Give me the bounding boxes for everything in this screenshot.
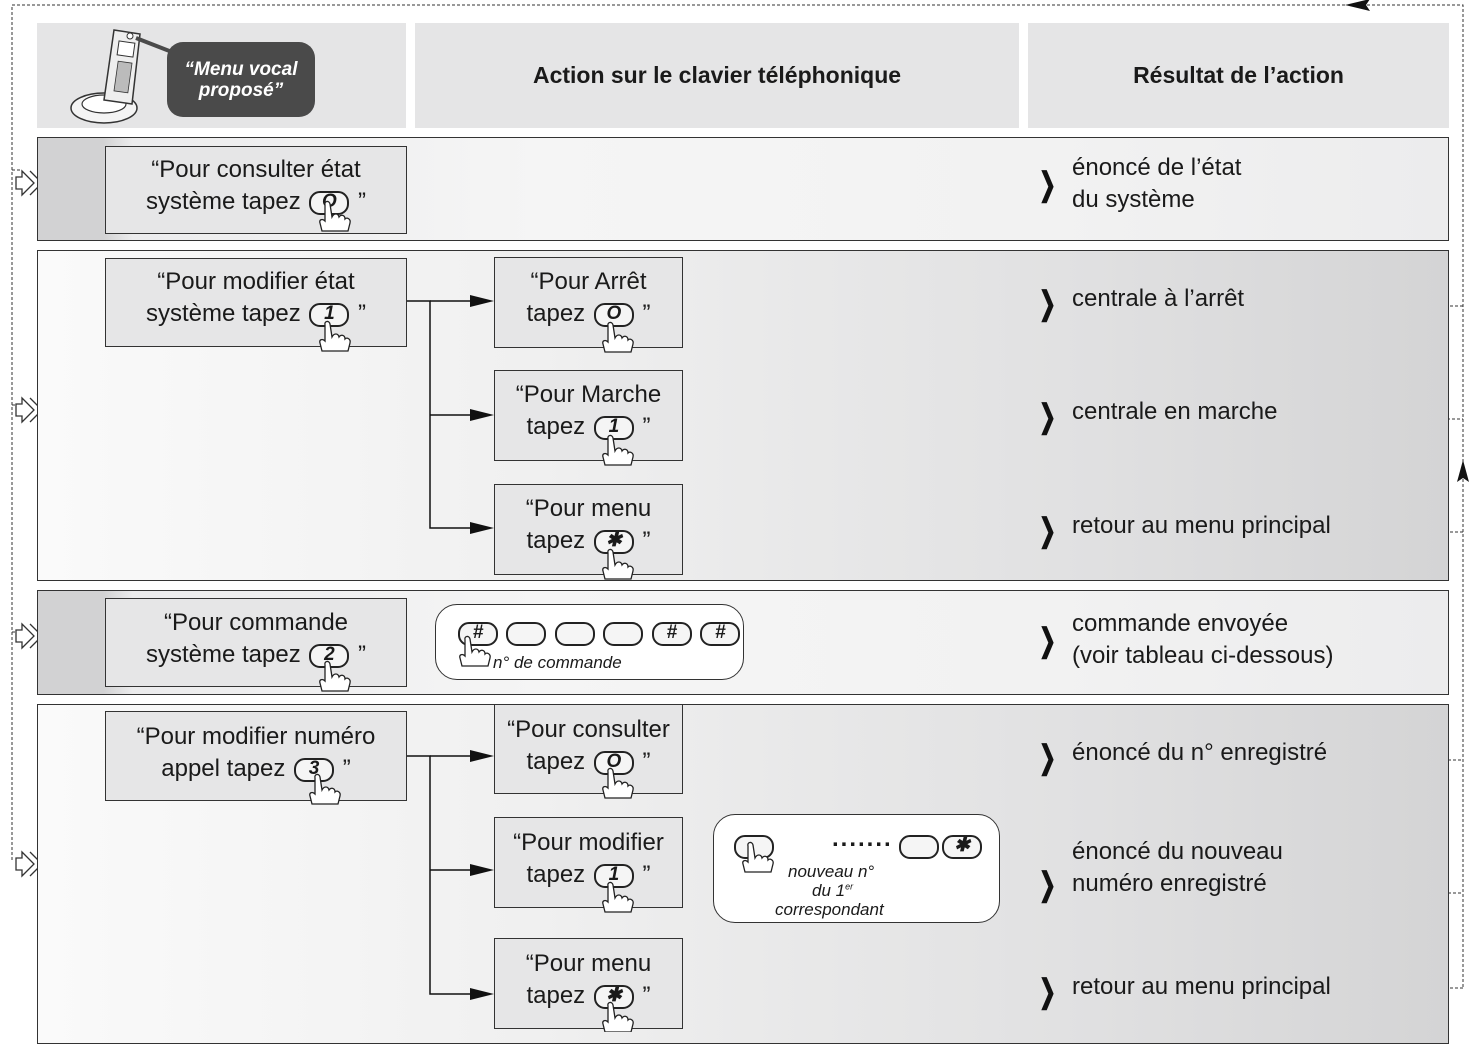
- prompt-line2: système tapez: [145, 300, 301, 327]
- sequence-label: n° de commande: [493, 653, 622, 672]
- key-star[interactable]: ✱: [593, 529, 634, 554]
- prompt-modify-number: “Pour modifier numéro appel tapez 3 ”: [105, 711, 407, 801]
- result-state-announced: ❯ énoncé de l’état du système: [1039, 152, 1242, 216]
- option-line1: “Pour Marche: [515, 381, 662, 408]
- chevron-right-icon: ❯: [1038, 866, 1057, 902]
- prompt-line1: “Pour consulter état: [151, 156, 361, 183]
- loop-arrow-right: [1457, 460, 1469, 482]
- chevron-right-icon: ❯: [1038, 973, 1057, 1009]
- close-quote: ”: [358, 188, 367, 215]
- result-back-menu: ❯ retour au menu principal: [1038, 512, 1331, 548]
- prompt-line2: système tapez: [145, 188, 301, 215]
- close-quote: ”: [642, 748, 651, 775]
- prompt-consult-state: “Pour consulter état système tapez O ”: [105, 146, 407, 234]
- key-star[interactable]: ✱: [942, 835, 982, 859]
- option-line1: “Pour menu: [525, 495, 652, 522]
- option-line1: “Pour consulter: [507, 716, 670, 743]
- option-consult-number: “Pour consulter tapez O ”: [494, 704, 683, 794]
- key-blank[interactable]: [899, 835, 939, 859]
- result-new-number: ❯ énoncé du nouveau numéro enregistré: [1038, 838, 1283, 902]
- chevron-right-icon: ❯: [1038, 739, 1057, 775]
- close-quote: ”: [642, 527, 651, 554]
- entry-label-3: correspondant: [775, 900, 884, 919]
- pressing-finger-icon: [602, 1001, 634, 1032]
- option-start: “Pour Marche tapez 1 ”: [494, 370, 683, 461]
- entry-dots: .......: [832, 825, 893, 852]
- close-quote: ”: [642, 300, 651, 327]
- pressing-finger-icon: [602, 321, 634, 353]
- key-blank[interactable]: [603, 622, 644, 646]
- result-line1: énoncé de l’état: [1072, 154, 1242, 181]
- loop-arrow-top: [1345, 0, 1370, 11]
- close-quote: ”: [642, 982, 651, 1009]
- prompt-command: “Pour commande système tapez 2 ”: [105, 598, 407, 687]
- prompt-line1: “Pour modifier état: [157, 268, 355, 295]
- option-line2: tapez: [526, 300, 586, 327]
- pressing-finger-icon: [319, 320, 351, 352]
- key-hash[interactable]: #: [651, 622, 692, 646]
- result-command-sent: ❯ commande envoyée (voir tableau ci-dess…: [1038, 610, 1334, 669]
- bubble-line1: “Menu vocal: [184, 58, 298, 80]
- sequence-keys: # # #: [456, 622, 742, 646]
- option-line2: tapez: [526, 413, 586, 440]
- option-line2: tapez: [526, 527, 586, 554]
- pressing-finger-icon: [602, 767, 634, 799]
- key-3[interactable]: 3: [294, 757, 335, 782]
- chevron-right-icon: ❯: [1038, 398, 1057, 434]
- pressing-finger-icon: [602, 881, 634, 913]
- option-line2: tapez: [526, 982, 586, 1009]
- result-back-menu-2: ❯ retour au menu principal: [1038, 973, 1331, 1009]
- bubble-line2: proposé”: [198, 79, 284, 101]
- key-hash[interactable]: #: [700, 622, 741, 646]
- header-result: Résultat de l’action: [1028, 23, 1449, 128]
- key-0[interactable]: O: [593, 302, 634, 327]
- prompt-line2: système tapez: [145, 641, 301, 668]
- result-stopped: ❯ centrale à l’arrêt: [1038, 285, 1245, 321]
- pressing-finger-icon: [602, 548, 634, 580]
- option-line2: tapez: [526, 861, 586, 888]
- result-started: ❯ centrale en marche: [1038, 398, 1278, 434]
- chevron-right-icon: ❯: [1038, 166, 1057, 202]
- key-hash[interactable]: #: [458, 622, 498, 646]
- option-menu: “Pour menu tapez ✱ ”: [494, 484, 683, 575]
- key-1[interactable]: 1: [593, 415, 634, 440]
- pressing-finger-icon: [319, 660, 351, 692]
- pressing-finger-icon: [309, 773, 341, 805]
- chevron-right-icon: ❯: [1038, 285, 1057, 321]
- command-sequence: # # # n° de commande: [435, 604, 744, 680]
- close-quote: ”: [642, 861, 651, 888]
- pressing-finger-icon: [602, 434, 634, 466]
- key-blank[interactable]: [506, 622, 547, 646]
- result-number-announced: ❯ énoncé du n° enregistré: [1038, 739, 1328, 775]
- chevron-right-icon: ❯: [1038, 512, 1057, 548]
- key-0[interactable]: O: [593, 750, 634, 775]
- voice-menu-bubble: “Menu vocal proposé”: [167, 42, 315, 117]
- close-quote: ”: [358, 641, 367, 668]
- prompt-line2: appel tapez: [161, 755, 286, 782]
- cordless-phone-icon: [70, 29, 172, 124]
- key-blank[interactable]: [554, 622, 595, 646]
- close-quote: ”: [342, 755, 351, 782]
- close-quote: ”: [358, 300, 367, 327]
- chevron-right-icon: ❯: [1038, 622, 1057, 658]
- entry-label-2: du 1er: [812, 881, 854, 900]
- option-line1: “Pour Arrêt: [530, 268, 647, 295]
- prompt-modify-state: “Pour modifier état système tapez 1 ”: [105, 258, 407, 347]
- option-line1: “Pour menu: [525, 950, 652, 977]
- option-line1: “Pour modifier: [513, 829, 664, 856]
- option-stop: “Pour Arrêt tapez O ”: [494, 257, 683, 348]
- pressing-finger-icon: [742, 841, 774, 873]
- option-line2: tapez: [526, 748, 586, 775]
- entry-label-1: nouveau n°: [788, 862, 875, 881]
- pressing-finger-icon: [319, 200, 351, 232]
- prompt-line1: “Pour commande: [163, 609, 349, 636]
- close-quote: ”: [642, 413, 651, 440]
- pressing-finger-icon: [459, 635, 491, 667]
- result-line2: du système: [1072, 186, 1195, 213]
- header-action: Action sur le clavier téléphonique: [415, 23, 1019, 128]
- prompt-line1: “Pour modifier numéro: [136, 723, 376, 750]
